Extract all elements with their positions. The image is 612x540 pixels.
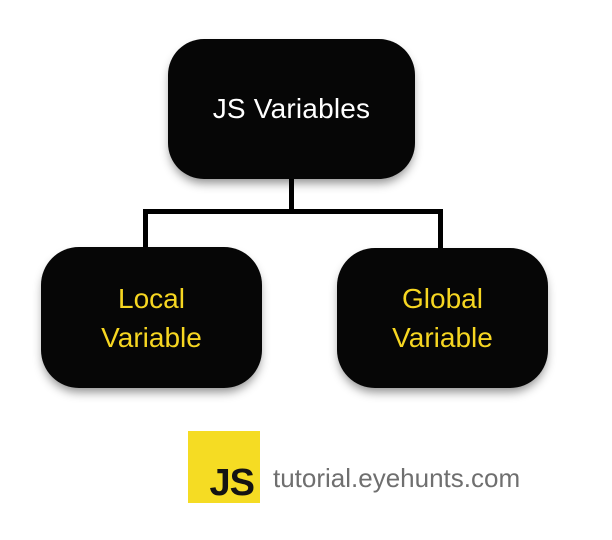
node-local-variable-label: Local Variable [101, 282, 202, 353]
connector-drop-left [143, 209, 148, 247]
website-label: tutorial.eyehunts.com [273, 463, 521, 493]
node-global-variable-label: Global Variable [392, 283, 493, 353]
node-local-variable: Local Variable [41, 247, 262, 388]
connector-root-stem [289, 179, 294, 214]
js-logo-label: JS [209, 462, 255, 504]
node-js-variables: JS Variables [168, 39, 415, 179]
connector-horizontal-bar [143, 209, 443, 214]
branding-footer: JS tutorial.eyehunts.com [188, 431, 520, 503]
js-logo: JS [188, 431, 260, 503]
node-global-variable: Global Variable [337, 248, 548, 388]
connector-drop-right [438, 209, 443, 248]
node-js-variables-label: JS Variables [212, 93, 371, 124]
